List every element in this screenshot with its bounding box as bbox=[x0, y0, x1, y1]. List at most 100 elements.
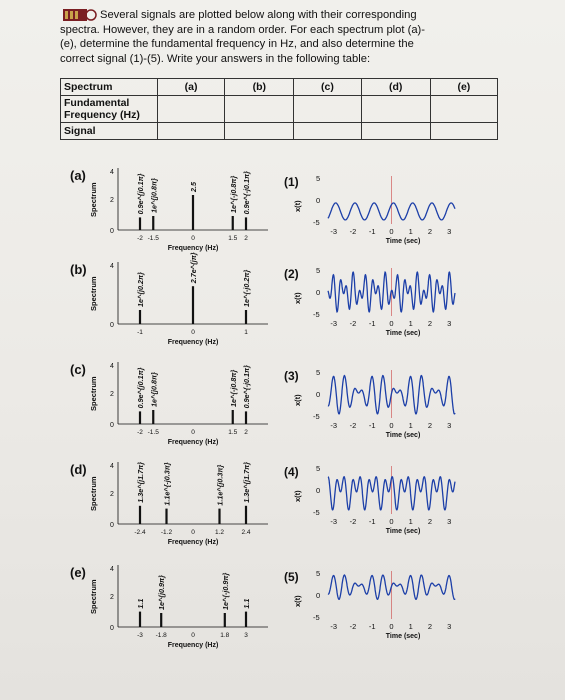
y-tick-label: -5 bbox=[313, 218, 320, 227]
frequency-axis-label: Frequency (Hz) bbox=[168, 439, 219, 446]
spectrum-label: (c) bbox=[70, 362, 86, 377]
y-tick-label: 5 bbox=[316, 464, 320, 473]
y-tick-label: 2 bbox=[110, 594, 114, 601]
time-tick-label: 3 bbox=[447, 227, 451, 236]
spectral-line-label: 1e^{j0.8π} bbox=[149, 178, 158, 213]
instructions-line-4: correct signal (1)-(5). Write your answe… bbox=[60, 52, 371, 65]
signal-label: (5) bbox=[284, 570, 299, 584]
answer-cell[interactable] bbox=[429, 95, 499, 123]
time-tick-label: -3 bbox=[330, 622, 337, 631]
frequency-tick-label: 1.5 bbox=[228, 429, 237, 436]
spectral-line-label: 1e^{j0.2π} bbox=[136, 272, 145, 307]
signal-label: (2) bbox=[284, 267, 299, 281]
y-tick-label: -5 bbox=[313, 613, 320, 622]
time-tick-label: 2 bbox=[428, 622, 432, 631]
frequency-tick-label: 2.4 bbox=[241, 529, 250, 536]
time-tick-label: -2 bbox=[350, 421, 357, 430]
signal-axis-label: x(t) bbox=[293, 595, 302, 607]
spectrum-label: (e) bbox=[70, 565, 86, 580]
spectral-line-label: 1e^{-j0.8π} bbox=[229, 176, 238, 213]
frequency-tick-label: -1.8 bbox=[156, 632, 168, 639]
answer-cell[interactable] bbox=[429, 122, 499, 140]
time-tick-label: -3 bbox=[330, 319, 337, 328]
frequency-tick-label: -2 bbox=[137, 235, 143, 242]
time-tick-label: 3 bbox=[447, 319, 451, 328]
row-label-fundamental: Fundamental Frequency (Hz) bbox=[60, 95, 158, 123]
spectral-line-label: 1.1e^{j0.3π} bbox=[216, 465, 225, 506]
signal-label: (1) bbox=[284, 175, 299, 189]
signal-waveform bbox=[327, 374, 456, 415]
frequency-tick-label: -3 bbox=[137, 632, 143, 639]
frequency-tick-label: -1.5 bbox=[148, 429, 160, 436]
instructions-line-3: (e), determine the fundamental frequency… bbox=[60, 38, 414, 50]
frequency-tick-label: -2 bbox=[137, 429, 143, 436]
frequency-tick-label: -1.5 bbox=[148, 235, 160, 242]
time-tick-label: -1 bbox=[369, 421, 376, 430]
signal-waveform bbox=[327, 202, 456, 221]
frequency-tick-label: 1.5 bbox=[228, 235, 237, 242]
time-tick-label: 0 bbox=[389, 622, 393, 631]
frequency-tick-label: 0 bbox=[191, 429, 195, 436]
answer-cell[interactable] bbox=[156, 95, 226, 123]
answer-cell[interactable] bbox=[293, 95, 362, 123]
answer-cell[interactable] bbox=[156, 122, 226, 140]
time-tick-label: 3 bbox=[447, 517, 451, 526]
time-tick-label: -3 bbox=[330, 421, 337, 430]
y-tick-label: 5 bbox=[316, 266, 320, 275]
time-tick-label: 1 bbox=[409, 517, 413, 526]
frequency-tick-label: -1.2 bbox=[161, 529, 173, 536]
time-tick-label: -1 bbox=[369, 227, 376, 236]
y-tick-label: 0 bbox=[316, 390, 320, 399]
time-tick-label: 2 bbox=[428, 319, 432, 328]
time-tick-label: -2 bbox=[350, 517, 357, 526]
y-tick-label: 5 bbox=[316, 368, 320, 377]
frequency-tick-label: 2 bbox=[244, 429, 248, 436]
answer-table: Spectrum (a) (b) (c) (d) (e) Fundamental… bbox=[60, 78, 499, 140]
time-tick-label: -3 bbox=[330, 517, 337, 526]
instructions-line-2: spectra. However, they are in a random o… bbox=[60, 23, 425, 36]
time-tick-label: -1 bbox=[369, 622, 376, 631]
y-tick-label: 0 bbox=[110, 625, 114, 632]
instructions: Several signals are plotted below along … bbox=[60, 8, 530, 66]
time-tick-label: 3 bbox=[447, 421, 451, 430]
y-tick-label: 0 bbox=[110, 522, 114, 529]
y-tick-label: -5 bbox=[313, 508, 320, 517]
time-axis-label: Time (sec) bbox=[386, 432, 421, 439]
signal-axis-label: x(t) bbox=[293, 490, 302, 502]
answer-cell[interactable] bbox=[224, 95, 295, 123]
y-tick-label: 4 bbox=[110, 463, 114, 470]
y-tick-label: 0 bbox=[316, 288, 320, 297]
time-tick-label: 2 bbox=[428, 517, 432, 526]
spectrum-axis-label: Spectrum bbox=[89, 476, 98, 511]
spectrum-label: (b) bbox=[70, 262, 87, 277]
spectral-line-label: 1e^{-j0.8π} bbox=[229, 370, 238, 407]
frequency-tick-label: 3 bbox=[244, 632, 248, 639]
spectrum-axis-label: Spectrum bbox=[89, 276, 98, 311]
time-tick-label: 1 bbox=[409, 319, 413, 328]
spectral-line-label: 1.3e^{j1.7π} bbox=[242, 462, 251, 503]
spectral-line-label: 1.3e^{j1.7π} bbox=[136, 462, 145, 503]
time-tick-label: -2 bbox=[350, 227, 357, 236]
spectrum-label: (d) bbox=[70, 462, 87, 477]
spectral-line-label: 2.7e^{jπ} bbox=[189, 252, 198, 284]
frequency-axis-label: Frequency (Hz) bbox=[168, 539, 219, 546]
frequency-tick-label: 1.8 bbox=[220, 632, 229, 639]
row-label-signal: Signal bbox=[60, 122, 158, 140]
signal-waveform bbox=[327, 271, 456, 313]
spectral-line-label: 0.9e^{-j0.1π} bbox=[242, 365, 251, 408]
y-tick-label: 2 bbox=[110, 391, 114, 398]
y-tick-label: 4 bbox=[110, 263, 114, 270]
spectral-line-label: 1.1 bbox=[242, 599, 251, 609]
spectrum-axis-label: Spectrum bbox=[89, 579, 98, 614]
frequency-tick-label: 1.2 bbox=[215, 529, 224, 536]
frequency-tick-label: 2 bbox=[244, 235, 248, 242]
time-tick-label: 1 bbox=[409, 421, 413, 430]
spectral-line-label: 1.1e^{-j0.3π} bbox=[163, 462, 172, 505]
answer-cell[interactable] bbox=[293, 122, 362, 140]
time-tick-label: 1 bbox=[409, 622, 413, 631]
time-tick-label: 2 bbox=[428, 227, 432, 236]
frequency-tick-label: 0 bbox=[191, 235, 195, 242]
frequency-tick-label: 0 bbox=[191, 529, 195, 536]
